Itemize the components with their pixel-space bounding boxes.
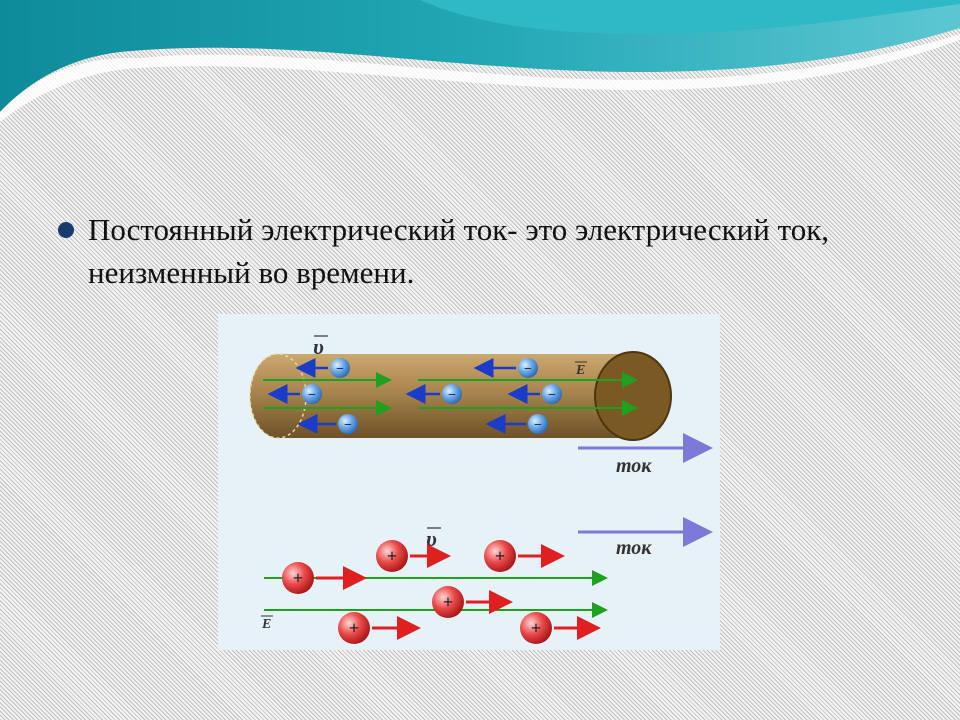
definition-text: Постоянный электрический ток- это электр… [58, 208, 918, 294]
svg-text:−: − [336, 362, 344, 377]
electron: − [405, 384, 462, 404]
svg-text:−: − [534, 418, 542, 433]
current-diagram: υ E − − − − − [218, 314, 720, 650]
positive-charge: + [520, 612, 601, 644]
svg-text:−: − [548, 388, 556, 403]
bullet-icon [58, 222, 74, 238]
positive-charge: + [338, 612, 421, 644]
positive-charge: + [484, 540, 565, 572]
electron: − [473, 358, 538, 378]
electron: − [507, 384, 562, 404]
electron: − [295, 358, 350, 378]
svg-text:+: + [495, 546, 505, 566]
svg-text:−: − [344, 418, 352, 433]
current-label: ток [616, 455, 652, 477]
header-wave [0, 0, 960, 122]
electron: − [297, 414, 358, 434]
svg-text:−: − [524, 362, 532, 377]
field-label: E [261, 617, 271, 632]
velocity-label: υ [313, 334, 324, 359]
svg-text:+: + [293, 568, 303, 588]
current-diagram-svg: υ E − − − − − [249, 334, 713, 644]
svg-text:+: + [349, 618, 359, 638]
svg-text:−: − [448, 388, 456, 403]
definition-label: Постоянный электрический ток- это электр… [88, 212, 830, 290]
field-label: E [575, 363, 585, 378]
positive-charge: + [376, 540, 451, 572]
current-label: ток [616, 537, 652, 559]
electron: − [485, 414, 548, 434]
svg-text:+: + [387, 546, 397, 566]
positive-charge: + [282, 562, 367, 594]
svg-text:+: + [443, 592, 453, 612]
electron: − [267, 384, 322, 404]
velocity-label: υ [426, 526, 437, 551]
svg-text:+: + [531, 618, 541, 638]
positive-charge: + [432, 586, 513, 618]
svg-text:−: − [308, 388, 316, 403]
